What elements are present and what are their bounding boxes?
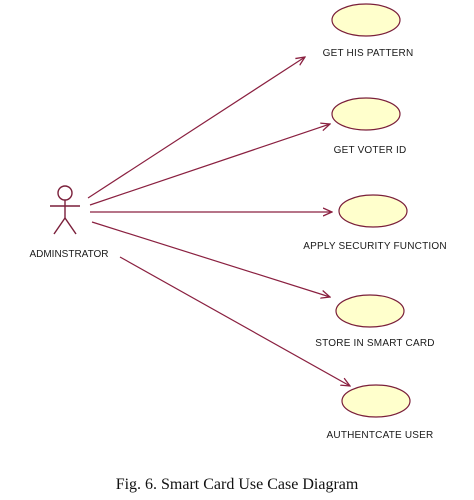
use-case-ellipse <box>335 294 405 328</box>
use-case-authenticate-user[interactable]: AUTHENTCATE USER <box>327 384 434 441</box>
use-case-label: AUTHENTCATE USER <box>327 430 434 441</box>
diagram-canvas: ADMINSTRATOR GET HIS PATTERN GET VOTER I… <box>29 3 447 441</box>
association-store-in-smart-card <box>91 221 330 297</box>
use-case-get-voter-id[interactable]: GET VOTER ID <box>331 97 407 156</box>
use-case-label: APPLY SECURITY FUNCTION <box>303 241 447 252</box>
use-case-ellipse <box>331 97 401 131</box>
association-get-voter-id <box>89 124 330 206</box>
figure-caption: Fig. 6. Smart Card Use Case Diagram <box>115 476 359 493</box>
use-case-label: STORE IN SMART CARD <box>315 338 434 349</box>
association-authenticate-user <box>119 256 350 386</box>
use-case-ellipse <box>341 384 411 418</box>
actor-label: ADMINSTRATOR <box>29 249 108 260</box>
use-case-apply-security-function[interactable]: APPLY SECURITY FUNCTION <box>303 194 447 252</box>
association-get-his-pattern <box>87 57 305 199</box>
associations <box>87 57 350 386</box>
use-case-label: GET HIS PATTERN <box>323 48 414 59</box>
use-case-label: GET VOTER ID <box>334 145 407 156</box>
use-case-ellipse <box>338 194 408 228</box>
use-case-store-in-smart-card[interactable]: STORE IN SMART CARD <box>315 294 434 349</box>
use-case-get-his-pattern[interactable]: GET HIS PATTERN <box>323 3 414 59</box>
actor-administrator[interactable]: ADMINSTRATOR <box>29 185 109 260</box>
use-case-ellipse <box>331 3 401 37</box>
stick-figure-icon <box>50 185 80 235</box>
